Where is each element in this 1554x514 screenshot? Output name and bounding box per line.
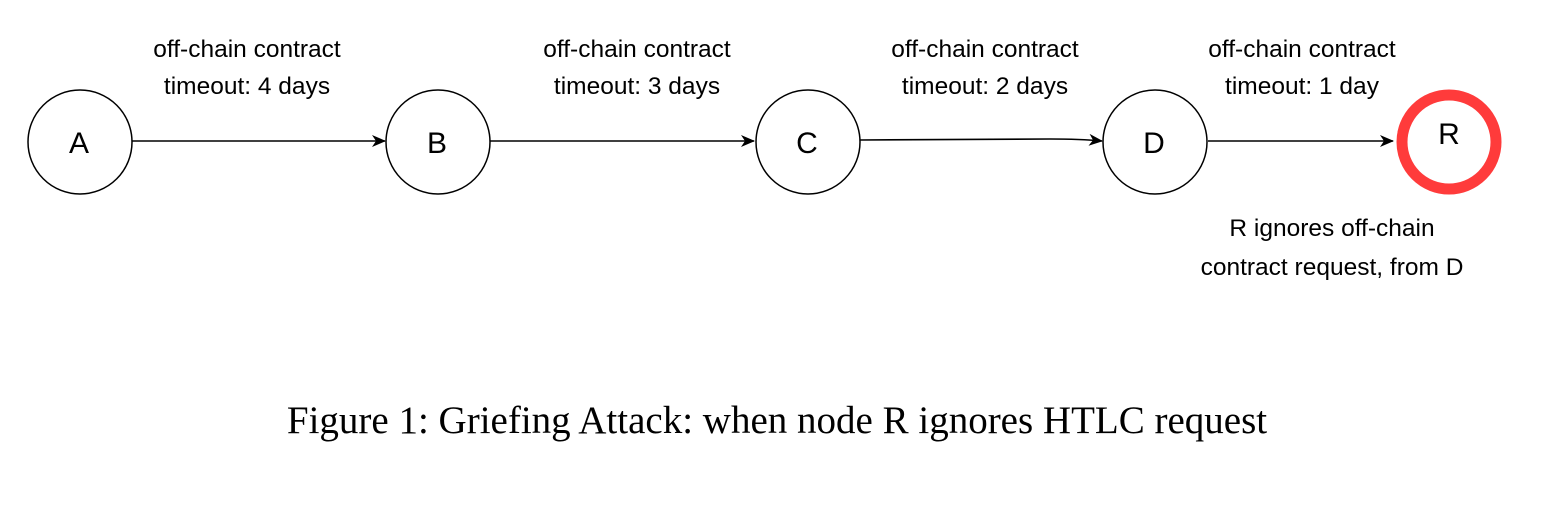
note-line2: contract request, from D bbox=[1201, 254, 1464, 281]
node-b: B bbox=[385, 89, 491, 195]
node-d-circle bbox=[1102, 89, 1208, 195]
node-r-label: R bbox=[1438, 118, 1460, 151]
figure-caption: Figure 1: Griefing Attack: when node R i… bbox=[286, 399, 1268, 442]
edge-d-r: off-chain contract timeout: 1 day bbox=[1208, 36, 1396, 147]
edge-c-d-label-line2: timeout: 2 days bbox=[902, 73, 1068, 100]
edge-a-b-label-line1: off-chain contract bbox=[153, 36, 341, 63]
node-a-label: A bbox=[69, 127, 89, 160]
edge-d-r-label-line2: timeout: 1 day bbox=[1225, 73, 1380, 100]
node-r: R bbox=[1396, 89, 1502, 195]
edge-d-r-label-line1: off-chain contract bbox=[1208, 36, 1396, 63]
node-c-circle bbox=[755, 89, 861, 195]
node-d-label: D bbox=[1143, 127, 1165, 160]
edge-a-b-label-line2: timeout: 4 days bbox=[164, 73, 330, 100]
edge-c-d-label-line1: off-chain contract bbox=[891, 36, 1079, 63]
edge-b-c-label-line1: off-chain contract bbox=[543, 36, 731, 63]
node-b-label: B bbox=[427, 127, 447, 160]
node-a-circle bbox=[27, 89, 133, 195]
note-line1: R ignores off-chain bbox=[1229, 215, 1434, 242]
node-c: C bbox=[755, 89, 861, 195]
edge-b-c: off-chain contract timeout: 3 days bbox=[490, 36, 755, 147]
note-r-ignores: R ignores off-chain contract request, fr… bbox=[1201, 215, 1464, 281]
node-a: A bbox=[27, 89, 133, 195]
edge-c-d: off-chain contract timeout: 2 days bbox=[859, 36, 1103, 146]
node-r-circle bbox=[1396, 89, 1502, 195]
node-c-label: C bbox=[796, 127, 818, 160]
node-b-circle bbox=[385, 89, 491, 195]
edge-c-d-arrow bbox=[859, 133, 1103, 146]
edge-b-c-label-line2: timeout: 3 days bbox=[554, 73, 720, 100]
node-d: D bbox=[1102, 89, 1208, 195]
edge-a-b: off-chain contract timeout: 4 days bbox=[132, 36, 386, 147]
